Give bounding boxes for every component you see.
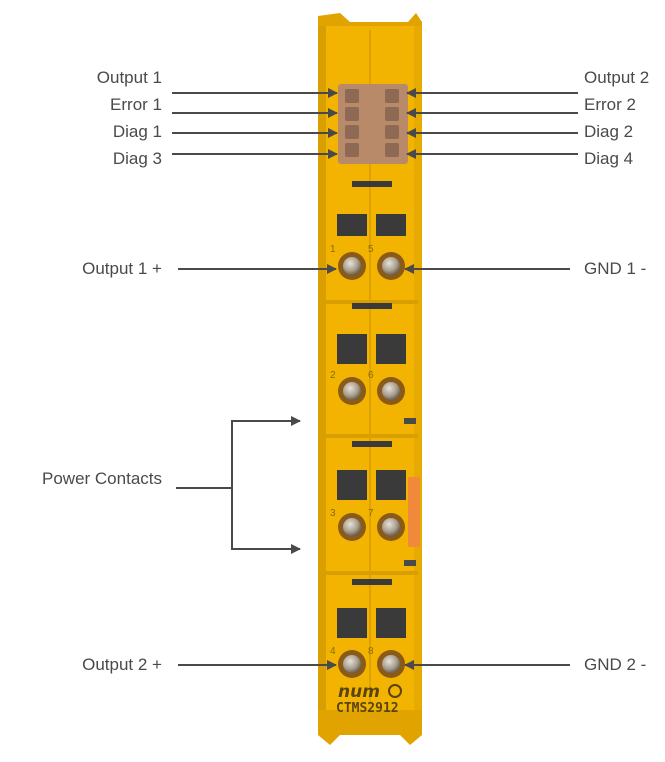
terminal-module: 1 5 2 6 3 7	[318, 13, 422, 745]
led-error2	[385, 107, 399, 121]
led-diag2	[385, 125, 399, 139]
wire-entry	[343, 257, 361, 275]
spring-opening	[376, 334, 406, 364]
label-slot	[352, 441, 392, 447]
spring-opening	[337, 334, 367, 364]
label-error2: Error 2	[584, 95, 636, 114]
wire-entry	[382, 257, 400, 275]
brand-logo: num	[338, 682, 380, 702]
terminal-number: 7	[368, 508, 374, 519]
wire-entry	[382, 382, 400, 400]
spring-opening	[337, 608, 367, 638]
terminal-number: 5	[368, 244, 374, 255]
terminal-number: 2	[330, 370, 336, 381]
spring-opening	[376, 608, 406, 638]
terminal-number: 1	[330, 244, 336, 255]
wire-entry	[382, 655, 400, 673]
label-diag2: Diag 2	[584, 122, 633, 141]
power-contacts-bracket	[176, 420, 300, 550]
wire-entry	[382, 518, 400, 536]
label-slot	[352, 181, 392, 187]
wire-entry	[343, 655, 361, 673]
label-diag4: Diag 4	[584, 149, 633, 168]
label-error1: Error 1	[110, 95, 162, 114]
label-gnd2-minus: GND 2 -	[584, 655, 646, 674]
label-power-contacts: Power Contacts	[42, 469, 162, 488]
label-gnd1-minus: GND 1 -	[584, 259, 646, 278]
wire-entry	[343, 382, 361, 400]
wire-entry	[343, 518, 361, 536]
led-diag1	[345, 125, 359, 139]
led-diag3	[345, 143, 359, 157]
spring-opening	[337, 214, 367, 236]
led-output1	[345, 89, 359, 103]
label-output2: Output 2	[584, 68, 649, 87]
spring-opening	[337, 470, 367, 500]
terminal-number: 8	[368, 646, 374, 657]
label-output1: Output 1	[97, 68, 162, 87]
terminal-number: 4	[330, 646, 336, 657]
label-diag3: Diag 3	[113, 149, 162, 168]
led-error1	[345, 107, 359, 121]
release-tab	[408, 477, 420, 547]
label-output2-plus: Output 2 +	[82, 655, 162, 674]
spring-opening	[376, 214, 406, 236]
label-output1-plus: Output 1 +	[82, 259, 162, 278]
label-slot	[352, 579, 392, 585]
terminal-number: 6	[368, 370, 374, 381]
terminal-number: 3	[330, 508, 336, 519]
model-number: CTMS2912	[336, 701, 399, 716]
led-window	[338, 84, 408, 164]
label-diag1: Diag 1	[113, 122, 162, 141]
spring-opening	[376, 470, 406, 500]
label-slot	[352, 303, 392, 309]
led-output2	[385, 89, 399, 103]
led-diag4	[385, 143, 399, 157]
